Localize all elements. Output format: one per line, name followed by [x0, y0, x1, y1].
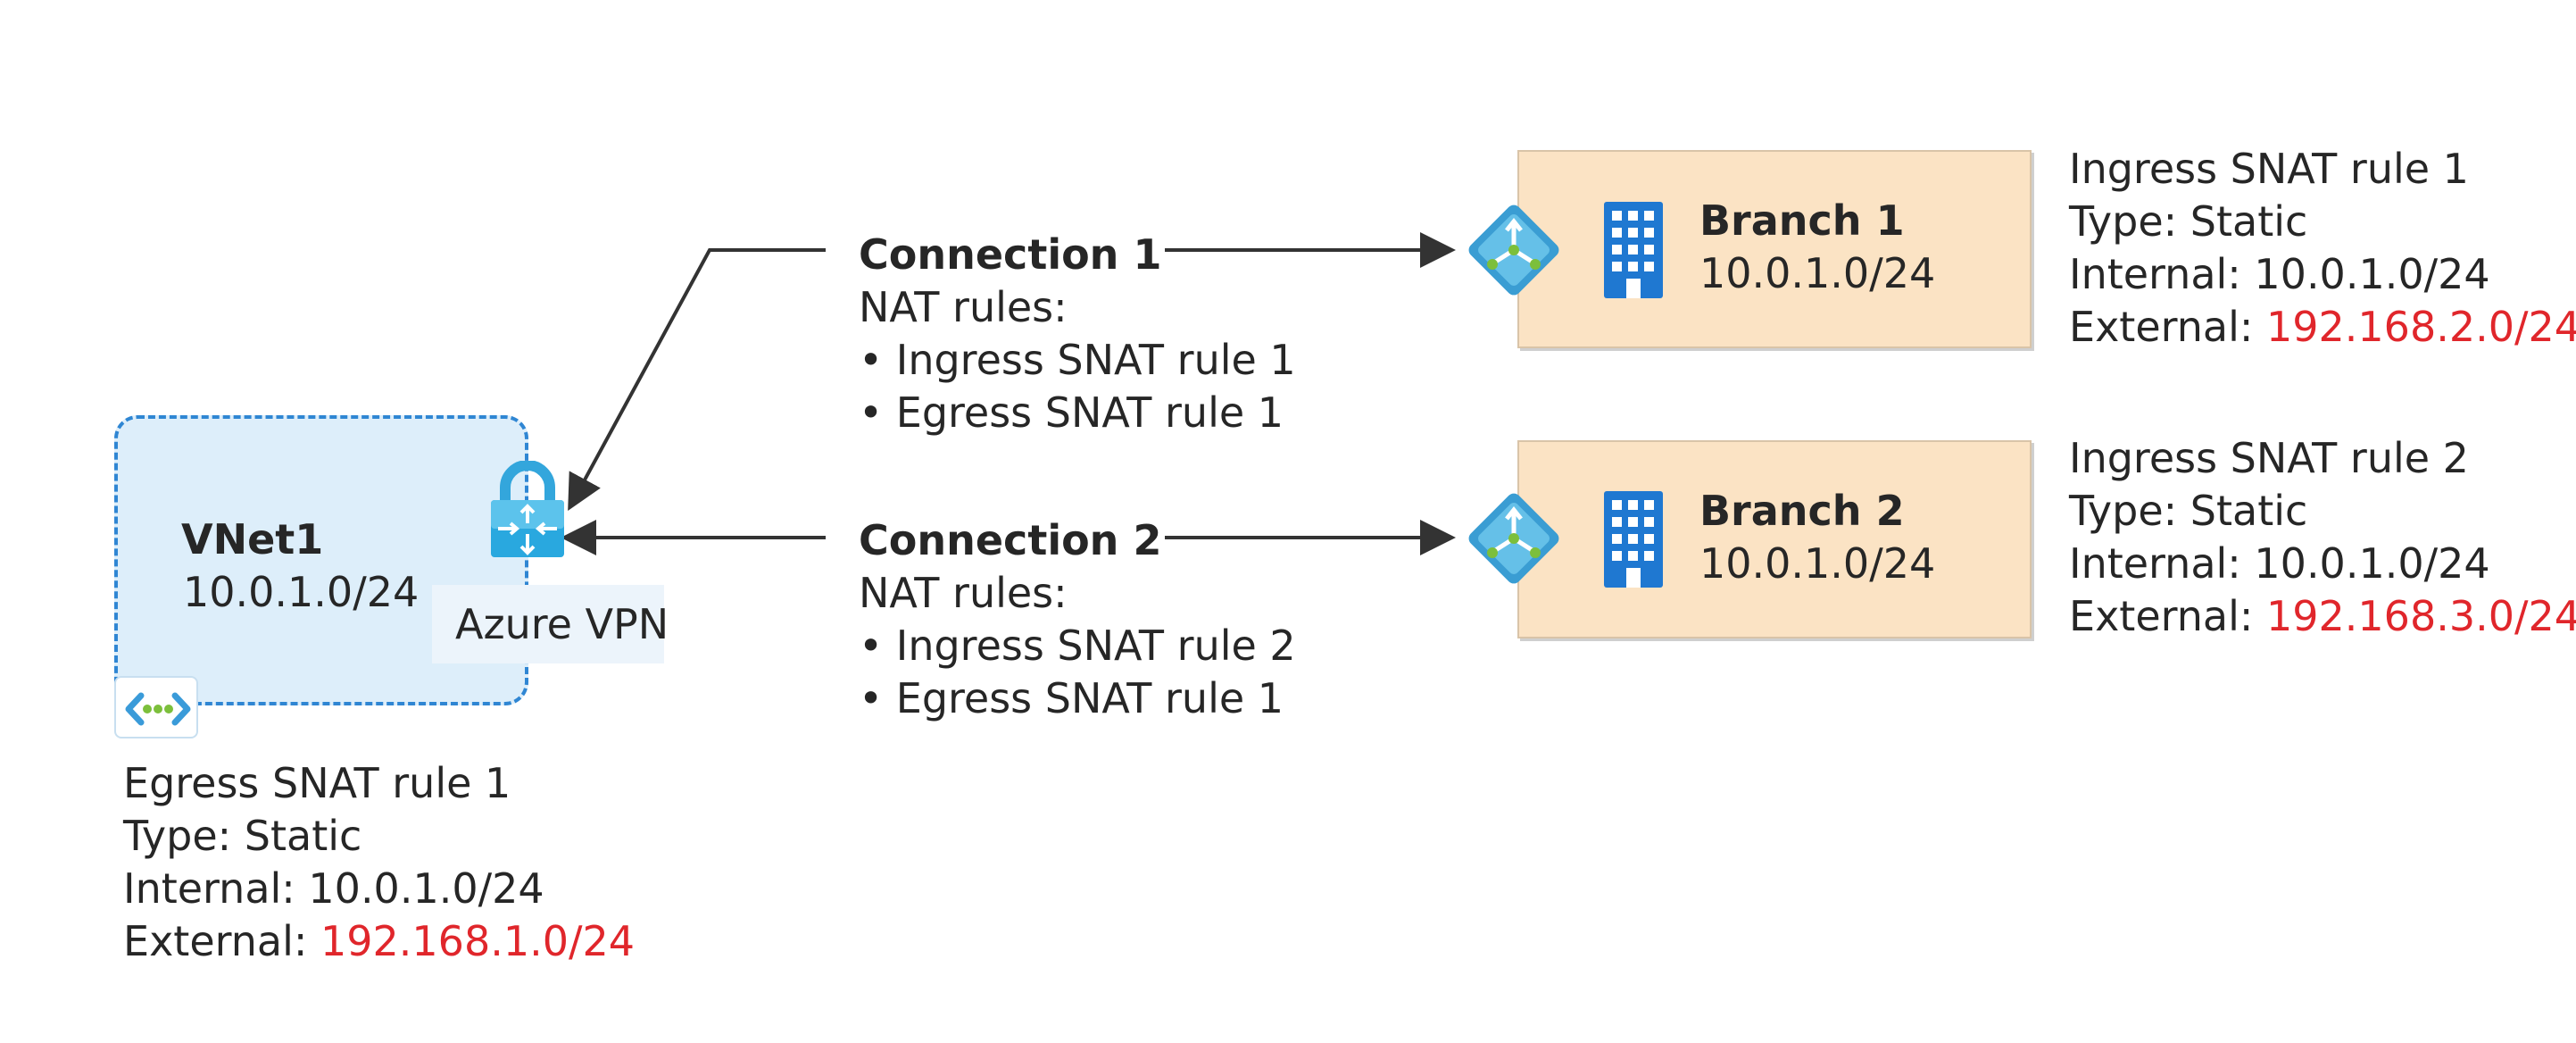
- branch-1-rule-internal: Internal: 10.0.1.0/24: [2069, 250, 2490, 298]
- egress-rule-internal: Internal: 10.0.1.0/24: [123, 864, 544, 913]
- building-icon: [1602, 489, 1665, 593]
- connection-2-rule-item: • Ingress SNAT rule 2: [859, 622, 1296, 670]
- lock-gateway-icon[interactable]: [489, 460, 566, 563]
- branch-2-rule-external-label: External:: [2069, 592, 2254, 640]
- branch-2-rule-title: Ingress SNAT rule 2: [2069, 434, 2469, 482]
- connection-1-rule-item: • Ingress SNAT rule 1: [859, 336, 1296, 384]
- vpn-label: Azure VPN: [455, 600, 669, 648]
- connection-2-title: Connection 2: [859, 516, 1162, 564]
- branch-1-rule-title: Ingress SNAT rule 1: [2069, 145, 2469, 193]
- branch-2-name: Branch 2: [1699, 487, 1905, 535]
- egress-rule-title: Egress SNAT rule 1: [123, 759, 511, 807]
- egress-rule-type: Type: Static: [123, 812, 362, 860]
- building-icon: [1602, 200, 1665, 304]
- egress-rule-external-label: External:: [123, 917, 308, 965]
- branch-1-rule-external-value: 192.168.2.0/24: [2265, 303, 2576, 351]
- vnet-icon: [114, 676, 198, 738]
- branch-1-name: Branch 1: [1699, 196, 1905, 245]
- branch-1-box[interactable]: [1517, 150, 2032, 348]
- branch-2-rule-type: Type: Static: [2069, 487, 2308, 535]
- connection-1-to-vpn-line: [568, 248, 826, 512]
- vnet-name: VNet1: [181, 515, 324, 563]
- branch-2-rule-external-value: 192.168.3.0/24: [2265, 592, 2576, 640]
- egress-rule-external-value: 192.168.1.0/24: [320, 917, 636, 965]
- branch-2-rule-external: External: 192.168.3.0/24: [2069, 590, 2576, 643]
- branch-1-cidr: 10.0.1.0/24: [1699, 249, 1936, 297]
- branch-1-rule-external: External: 192.168.2.0/24: [2069, 301, 2576, 354]
- branch-2-rule-internal: Internal: 10.0.1.0/24: [2069, 539, 2490, 588]
- connection-1-rules-header: NAT rules:: [859, 283, 1068, 331]
- connection-1-title: Connection 1: [859, 230, 1162, 279]
- connection-2-rules-header: NAT rules:: [859, 569, 1068, 617]
- branch-2-cidr: 10.0.1.0/24: [1699, 539, 1936, 588]
- connection-1-rule-item: • Egress SNAT rule 1: [859, 388, 1284, 437]
- router-icon: [1460, 196, 1567, 307]
- branch-2-box[interactable]: [1517, 440, 2032, 638]
- vpn-label-background: [432, 585, 664, 663]
- branch-1-rule-type: Type: Static: [2069, 197, 2308, 246]
- router-icon: [1460, 485, 1567, 596]
- branch-1-rule-external-label: External:: [2069, 303, 2254, 351]
- egress-rule-external: External: 192.168.1.0/24: [123, 915, 635, 968]
- connection-2-rule-item: • Egress SNAT rule 1: [859, 674, 1284, 722]
- vnet-cidr: 10.0.1.0/24: [183, 568, 420, 616]
